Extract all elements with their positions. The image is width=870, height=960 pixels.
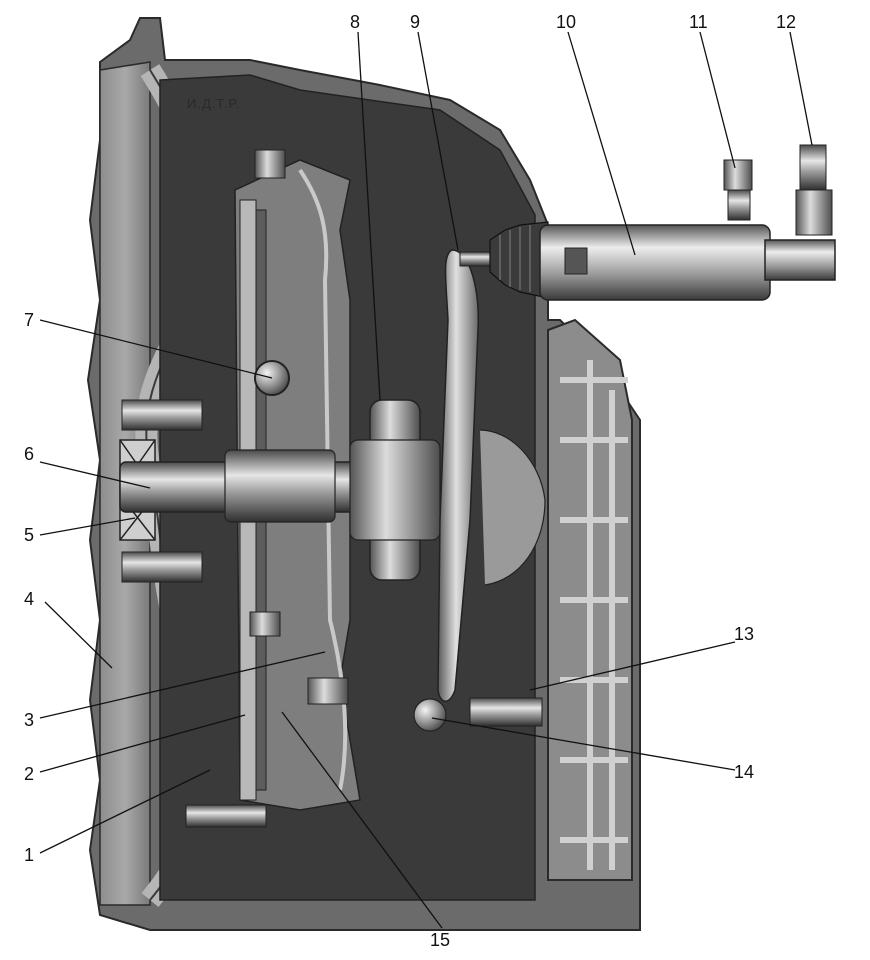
- callout-4: 4: [24, 589, 34, 609]
- callout-12: 12: [776, 12, 796, 32]
- release-bearing: [349, 399, 441, 581]
- leader-lines: [39, 31, 813, 929]
- callout-10: 10: [556, 12, 576, 32]
- callout-5: 5: [24, 525, 34, 545]
- slave-cylinder: [459, 144, 836, 301]
- flywheel-bolts: [121, 149, 349, 828]
- gearbox-housing: [547, 318, 633, 881]
- ball-joint: [413, 697, 543, 732]
- callout-1: 1: [24, 845, 34, 865]
- release-fork: [437, 249, 546, 702]
- watermark-text: И.Д.Т.Р.: [187, 96, 240, 111]
- callout-8: 8: [350, 12, 360, 32]
- callout-2: 2: [24, 764, 34, 784]
- callout-6: 6: [24, 444, 34, 464]
- callout-11: 11: [689, 12, 708, 32]
- callout-labels: 1 2 3 4 5 6 7 8 9 10 11 12 13 14 15: [24, 12, 796, 950]
- callout-9: 9: [410, 12, 420, 32]
- callout-3: 3: [24, 710, 34, 730]
- callout-13: 13: [734, 624, 754, 644]
- callout-14: 14: [734, 762, 754, 782]
- callout-7: 7: [24, 310, 34, 330]
- callout-15: 15: [430, 930, 450, 950]
